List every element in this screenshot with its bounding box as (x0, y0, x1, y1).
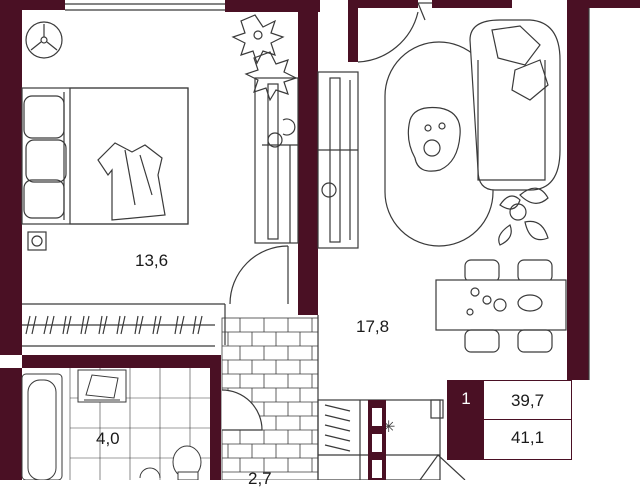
room-count-box: 1 (448, 381, 484, 459)
outlet-icon (27, 231, 47, 251)
plant-icon-2 (498, 187, 549, 246)
area-summary-badge: 1 39,7 41,1 (447, 380, 572, 460)
badge-divider (484, 419, 571, 420)
tile-floor (69, 368, 210, 480)
room-count: 1 (461, 389, 471, 408)
bedroom-door (229, 245, 289, 305)
wall-bath-right (210, 355, 221, 480)
cabinet-icon (317, 71, 359, 249)
bathroom (21, 368, 210, 481)
kitchen-counter-icon: ✳ (317, 399, 466, 481)
bed-icon (21, 87, 189, 225)
bathroom-door (221, 389, 263, 431)
living-room: ✳ (317, 2, 567, 481)
total-area-value: 41,1 (510, 428, 545, 447)
room-area-bathroom: 4,0 (96, 429, 120, 448)
wall-bedroom-right (298, 0, 318, 315)
room-area-living: 17,8 (356, 317, 390, 336)
ceiling-fan-icon (25, 21, 63, 59)
decor-icon (407, 106, 461, 172)
plant-icon (231, 14, 298, 102)
wall-top-left (22, 0, 65, 10)
wall-door-jamb (348, 0, 358, 62)
bedroom (21, 14, 299, 335)
wall-top-right-a (358, 0, 418, 8)
wall-right-top (589, 0, 640, 8)
wardrobe-icon (22, 315, 215, 335)
wall-left-top (0, 0, 22, 355)
wall-top-right-b (432, 0, 512, 8)
living-area-value: 39,7 (510, 391, 545, 410)
toilet-icon (172, 445, 202, 481)
wall-left-bottom (0, 368, 22, 480)
room-area-bedroom: 13,6 (135, 251, 169, 270)
partitions (22, 2, 590, 480)
dining-table-icon (435, 259, 567, 353)
room-area-hall: 2,7 (248, 469, 272, 488)
wall-bath-top (22, 355, 212, 368)
wall-top-mid (225, 0, 320, 12)
armchair-icon (469, 19, 561, 191)
sink-icon (77, 369, 127, 403)
wall-right-column (567, 0, 589, 380)
entrance-door (357, 11, 419, 63)
closet-icon (254, 77, 299, 244)
